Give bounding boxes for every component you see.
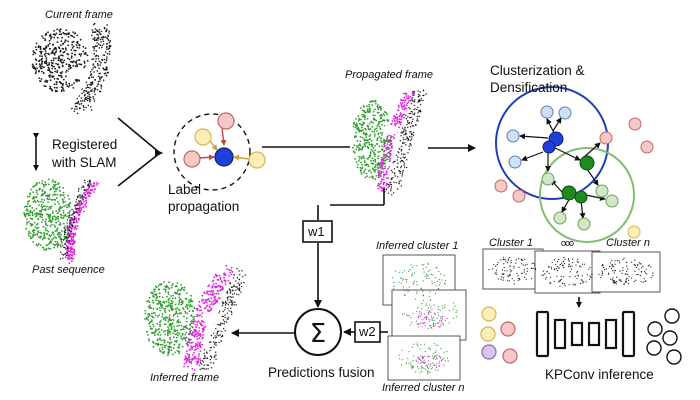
merge-line-bottom [117,152,161,187]
registered-label-line1: Registered [52,137,118,152]
node-red-left [183,150,201,168]
sigma-symbol: Σ [310,319,326,349]
prediction-nodes [480,306,518,364]
node-yellow-outside [627,225,641,239]
node-light-green [605,194,619,208]
cluster-ellipsis: ooo [561,238,574,248]
node-green-seed [574,190,588,204]
edge-red-left [198,154,215,161]
inferred-frame-label: Inferred frame [150,372,220,384]
node-blue-center [214,147,234,167]
node-light-green [541,172,555,186]
clusterization-label-line2: Densification [490,80,568,95]
w2-label: w2 [359,324,376,339]
cluster-thumbnails [482,248,661,294]
node-light-blue [508,155,522,169]
kpconv-output-nodes [646,308,682,365]
edge-red-top [220,127,227,146]
node-light-blue [506,129,520,143]
past-sequence-scan [23,178,100,264]
propagated-frame-scan [352,89,427,196]
node-light-green [577,217,591,231]
label-propagation-line1: Label [168,182,202,197]
node-red [599,131,613,145]
w1-weight-box [302,220,333,243]
node-red-top [217,112,235,130]
inferred-frame-scan [144,264,246,371]
cluster-1-label: Cluster 1 [489,237,534,249]
node-red-outside [512,189,526,203]
clusterization-label-line1: Clusterization & [490,63,585,78]
node-yellow-top [194,128,212,146]
kpconv-network [535,310,636,358]
kpconv-inference-label: KPConv inference [545,367,654,382]
node-red-outside [628,117,642,131]
node-light-blue [540,105,554,119]
node-red-outside [494,179,508,193]
edge-yellow-right [233,154,250,161]
cluster-n-thumbnail [591,251,661,293]
inferred-cluster-n-thumbnail [387,335,461,381]
w1-label: w1 [308,224,325,239]
clusterization-graph [494,86,654,243]
cluster-mid-thumbnail [534,250,601,294]
edge-yellow-top [209,140,218,151]
merge-line-top [117,117,161,154]
node-green-seed [579,155,595,171]
cluster-n-label: Cluster n [606,237,651,249]
fusion-sum-node [294,308,342,356]
node-light-green [553,211,567,225]
past-sequence-label: Past sequence [32,264,105,276]
registered-label-line2: with SLAM [52,155,117,170]
label-propagation-graph [173,112,266,191]
node-light-blue [558,106,572,120]
propagated-frame-label: Propagated frame [345,69,434,81]
predictions-fusion-label: Predictions fusion [268,365,375,380]
inferred-cluster-stack [382,254,467,381]
label-propagation-line2: propagation [168,199,240,214]
inferred-cluster-1-label: Inferred cluster 1 [376,240,459,252]
propagation-ring [173,113,251,191]
node-red-outside [640,140,654,154]
node-green-seed [561,185,577,201]
current-frame-label: Current frame [45,9,113,21]
cluster-1-thumbnail [482,248,544,290]
cluster-ring-green [539,147,635,243]
inferred-cluster-n-label: Inferred cluster n [382,382,465,394]
node-yellow-right [248,151,266,169]
node-blue-seed [542,140,556,154]
node-light-green [595,184,609,198]
current-frame-scan [31,22,112,115]
